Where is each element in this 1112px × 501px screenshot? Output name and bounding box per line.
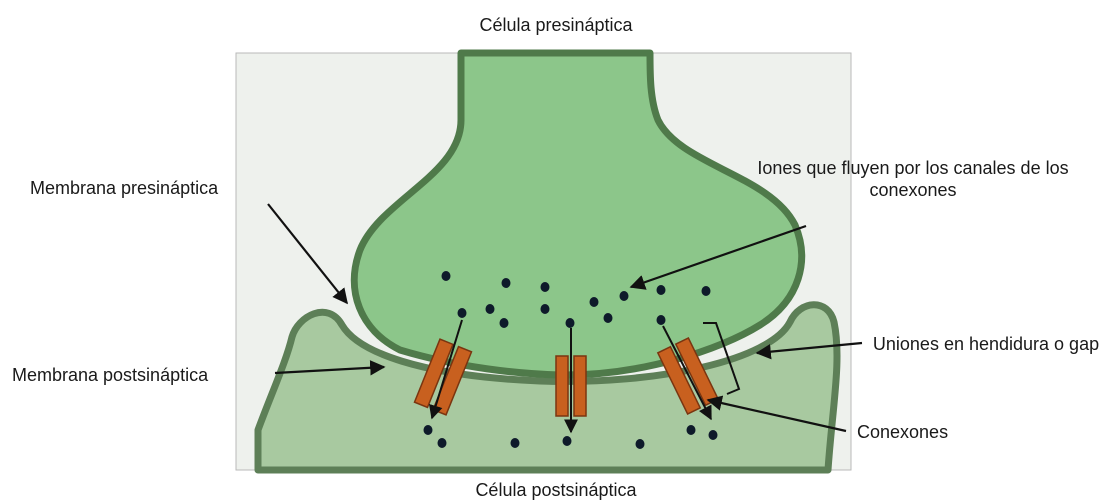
ion	[458, 308, 467, 318]
ion	[541, 304, 550, 314]
ions-label: Iones que fluyen por los canales de los …	[718, 157, 1108, 201]
ion	[541, 282, 550, 292]
gap-junctions-label: Uniones en hendidura o gap	[866, 333, 1106, 355]
ion	[424, 425, 433, 435]
ion	[620, 291, 629, 301]
ion	[590, 297, 599, 307]
postsynaptic-cell-title: Célula postsináptica	[0, 479, 1112, 501]
presynaptic-cell-title: Célula presináptica	[0, 14, 1112, 36]
ion	[687, 425, 696, 435]
ion	[502, 278, 511, 288]
ion	[657, 285, 666, 295]
postsynaptic-membrane-label: Membrana postsináptica	[12, 364, 208, 386]
ion	[702, 286, 711, 296]
ion	[511, 438, 520, 448]
ion	[636, 439, 645, 449]
ion	[563, 436, 572, 446]
ion	[442, 271, 451, 281]
presynaptic-membrane-label: Membrana presináptica	[30, 177, 218, 199]
ion	[500, 318, 509, 328]
ion	[709, 430, 718, 440]
ion	[438, 438, 447, 448]
connexons-label: Conexones	[857, 421, 948, 443]
ion	[657, 315, 666, 325]
ion	[604, 313, 613, 323]
ion	[486, 304, 495, 314]
ion	[566, 318, 575, 328]
